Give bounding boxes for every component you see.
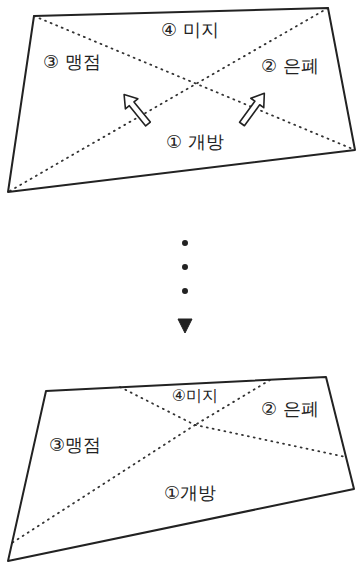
- johari-sheet: ④미지 ③맹점 ② 은폐 ①개방: [0, 365, 361, 575]
- region-label: ② 은폐: [261, 399, 319, 420]
- arrow-shape: [118, 89, 154, 129]
- region-label: ① 개방: [166, 132, 224, 153]
- johari-sheet: ④ 미지 ③ 맹점 ② 은폐 ① 개방: [0, 0, 361, 215]
- region-label: ④미지: [172, 387, 218, 405]
- region-label: ①개방: [164, 483, 216, 504]
- dotted-line: [182, 243, 188, 315]
- grid-lines: [8, 8, 355, 543]
- sheet-outline: [8, 8, 355, 192]
- region-label: ② 은폐: [261, 56, 319, 77]
- dotted-line: [195, 425, 346, 457]
- dotted-line: [34, 16, 355, 150]
- arrowhead: [178, 319, 192, 333]
- sheet-outline: [8, 377, 354, 561]
- dotted-arrow: [178, 243, 192, 333]
- arrow-shape: [236, 89, 271, 129]
- region-label: ③맹점: [49, 435, 101, 456]
- region-label: ④ 미지: [161, 20, 219, 41]
- region-label: ③ 맹점: [43, 52, 101, 73]
- hollow-arrow: [236, 89, 271, 129]
- hollow-arrow: [118, 89, 154, 129]
- dotted-line: [8, 8, 328, 192]
